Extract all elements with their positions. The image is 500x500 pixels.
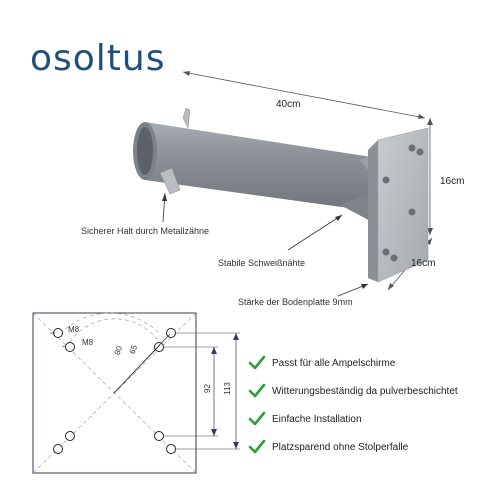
bolt-label-m8-2: M8 bbox=[82, 338, 94, 347]
feature-item: Witterungsbeständig da pulverbeschichtet bbox=[248, 377, 498, 405]
callout-leaders bbox=[162, 192, 369, 297]
checkmark-icon bbox=[248, 439, 266, 454]
base-plate bbox=[368, 127, 429, 283]
callout-plate: Stärke der Bodenplatte 9mm bbox=[238, 297, 353, 307]
length-dimension-line bbox=[182, 71, 426, 119]
feature-text: Witterungsbeständig da pulverbeschichtet bbox=[272, 385, 458, 397]
tube bbox=[133, 122, 378, 212]
bolt-label-m8-1: M8 bbox=[68, 325, 80, 334]
plate-drawing bbox=[32, 312, 240, 474]
checkmark-icon bbox=[248, 355, 266, 370]
feature-list: Passt für alle Ampelschirme Witterungsbe… bbox=[248, 349, 498, 461]
callout-teeth: Sicherer Halt durch Metallzähne bbox=[81, 226, 210, 236]
callout-welds: Stabile Schweißnähte bbox=[218, 258, 306, 268]
height-dimension-line bbox=[427, 118, 433, 235]
checkmark-icon bbox=[248, 383, 266, 398]
feature-text: Platzsparend ohne Stolperfalle bbox=[272, 441, 409, 453]
dim-113-label: 113 bbox=[222, 382, 232, 395]
width-label: 16cm bbox=[411, 258, 436, 269]
feature-text: Einfache Installation bbox=[272, 413, 362, 425]
dim-92-label: 92 bbox=[202, 384, 212, 393]
brand-logo: osoltus bbox=[30, 38, 166, 79]
feature-item: Platzsparend ohne Stolperfalle bbox=[248, 433, 498, 461]
height-label: 16cm bbox=[440, 176, 465, 187]
length-label: 40cm bbox=[276, 99, 301, 110]
feature-item: Einfache Installation bbox=[248, 405, 498, 433]
checkmark-icon bbox=[248, 411, 266, 426]
metal-teeth bbox=[159, 107, 191, 195]
feature-item: Passt für alle Ampelschirme bbox=[248, 349, 498, 377]
feature-text: Passt für alle Ampelschirme bbox=[272, 357, 396, 369]
